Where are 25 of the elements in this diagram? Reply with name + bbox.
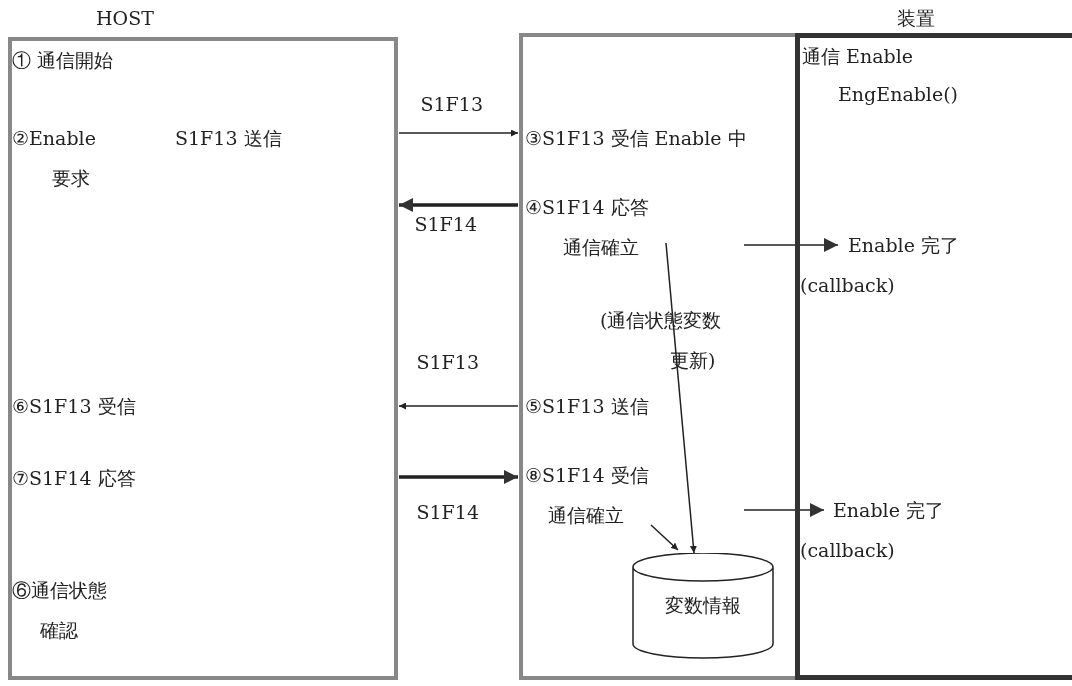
arrow bbox=[743, 238, 839, 252]
database-cylinder: 変数情報 bbox=[632, 553, 774, 659]
step-text: ②Enable 要求 bbox=[12, 126, 96, 191]
step-text: ⑦S1F14 応答 bbox=[12, 466, 136, 491]
step-text: ④S1F14 応答通信確立 bbox=[525, 187, 649, 267]
step-text: 通信 Enable bbox=[802, 44, 913, 69]
arrow bbox=[665, 242, 697, 554]
arrow bbox=[399, 470, 518, 484]
step-text: S1F13 送信 bbox=[175, 126, 282, 151]
lane-heading: HOST bbox=[96, 6, 154, 31]
step-text: Enable 完了 (callback) bbox=[800, 490, 944, 570]
arrow bbox=[398, 129, 519, 137]
function-text: EngEnable() bbox=[838, 82, 958, 107]
step-text: ⑥S1F13 受信 bbox=[12, 394, 136, 419]
step-text: ⑤S1F13 送信 bbox=[525, 386, 649, 426]
step-text: ⑥通信状態確認 bbox=[12, 578, 107, 643]
step-text: ① 通信開始 bbox=[12, 48, 114, 73]
arrow bbox=[399, 198, 518, 212]
arrow bbox=[398, 402, 519, 410]
step-text: Enable 完了 (callback) bbox=[800, 225, 959, 305]
arrow bbox=[650, 524, 679, 551]
step-text: ⑧S1F14 受信通信確立 bbox=[525, 455, 649, 535]
arrow bbox=[743, 503, 825, 517]
step-text: ③S1F13 受信 Enable 中 bbox=[525, 118, 747, 158]
lane-heading: 装置 bbox=[897, 6, 935, 31]
